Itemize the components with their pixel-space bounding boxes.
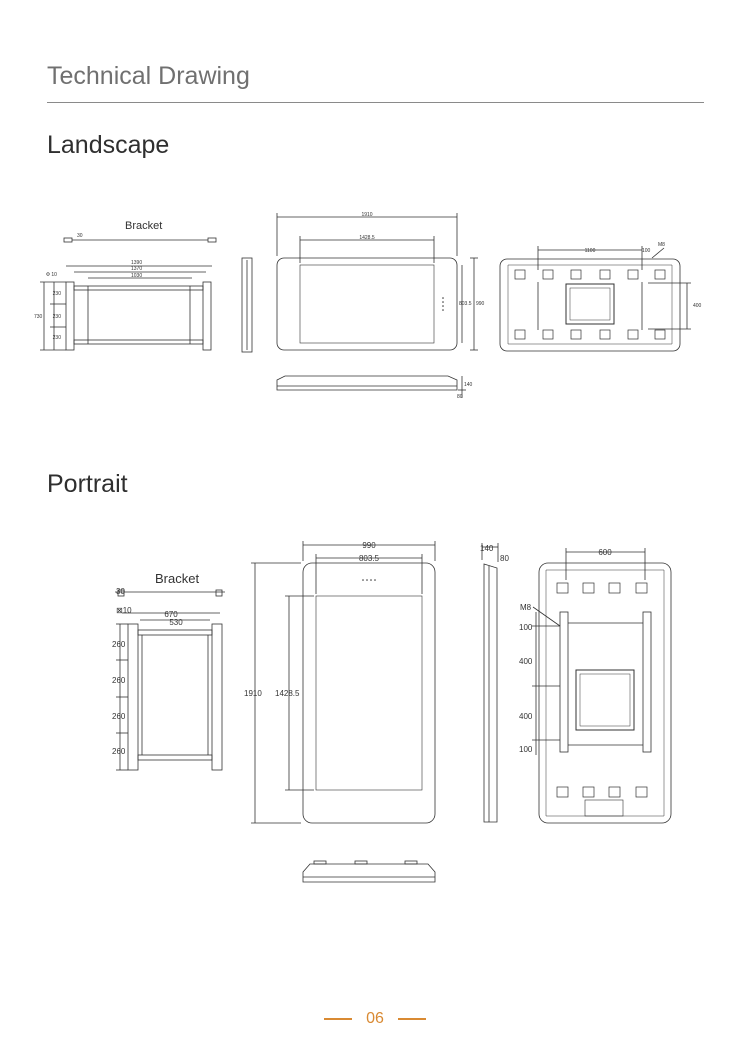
portrait-dim-30: 30	[116, 587, 125, 596]
portrait-dim-260a: 260	[112, 640, 126, 649]
landscape-dim-phi10: Φ 10	[46, 272, 57, 278]
portrait-dim-1910: 1910	[244, 689, 262, 698]
portrait-dim-140: 140	[480, 544, 494, 553]
landscape-dim-1100: 1100	[585, 248, 596, 254]
portrait-dim-530: 530	[169, 618, 183, 627]
landscape-dim-140: 140	[464, 382, 473, 388]
landscape-dim-1910: 1910	[361, 212, 372, 218]
portrait-dim-400a: 400	[519, 657, 533, 666]
landscape-front-view	[276, 213, 478, 351]
landscape-back-view	[499, 246, 691, 352]
landscape-dim-1370: 1370	[131, 266, 142, 272]
title-divider	[47, 102, 704, 103]
portrait-bottom-view	[302, 860, 436, 883]
footer-dash-left	[324, 1018, 353, 1020]
portrait-bracket-drawing	[115, 589, 225, 771]
portrait-bracket-label: Bracket	[155, 571, 199, 586]
portrait-dim-670: 670	[164, 610, 178, 619]
landscape-dim-1030: 1030	[131, 273, 142, 279]
landscape-dim-30: 30	[77, 233, 83, 239]
page-footer: 06	[0, 1010, 750, 1028]
landscape-dim-1428: 1428.5	[359, 235, 375, 241]
landscape-dim-230a: 230	[53, 291, 62, 297]
portrait-dim-10: ⊠10	[116, 606, 132, 615]
landscape-bracket-drawing	[40, 237, 217, 351]
portrait-heading: Portrait	[47, 470, 128, 498]
landscape-dim-100: 100	[642, 248, 651, 254]
page-number: 06	[366, 1010, 384, 1027]
landscape-side-view	[241, 257, 253, 353]
portrait-dim-260b: 260	[112, 676, 126, 685]
landscape-dim-m8: M8	[658, 242, 665, 248]
portrait-dim-260d: 260	[112, 747, 126, 756]
portrait-dim-m8: M8	[520, 603, 532, 612]
portrait-front-view	[251, 541, 436, 824]
landscape-dim-80: 80	[457, 394, 463, 400]
footer-dash-right	[397, 1018, 426, 1020]
portrait-dim-600: 600	[598, 548, 612, 557]
landscape-bottom-view	[276, 375, 466, 398]
landscape-heading: Landscape	[47, 131, 170, 159]
landscape-dim-230c: 230	[53, 335, 62, 341]
landscape-dim-400: 400	[693, 303, 702, 309]
portrait-side-view	[481, 543, 499, 823]
landscape-dim-1390: 1390	[131, 260, 142, 266]
landscape-dim-990: 990	[476, 301, 485, 307]
portrait-dim-100a: 100	[519, 623, 533, 632]
portrait-dim-80: 80	[500, 554, 509, 563]
portrait-dim-400b: 400	[519, 712, 533, 721]
landscape-dim-230b: 230	[53, 314, 62, 320]
portrait-dim-260c: 260	[112, 712, 126, 721]
page-title: Technical Drawing	[47, 62, 250, 90]
portrait-dim-100b: 100	[519, 745, 533, 754]
landscape-dim-803: 803.5	[459, 301, 472, 307]
portrait-dim-990: 990	[362, 541, 376, 550]
landscape-dim-730: 730	[34, 314, 43, 320]
portrait-back-view	[532, 548, 672, 824]
landscape-bracket-label: Bracket	[125, 220, 162, 232]
portrait-dim-803: 803.5	[359, 554, 380, 563]
portrait-dim-1428: 1428.5	[275, 689, 300, 698]
